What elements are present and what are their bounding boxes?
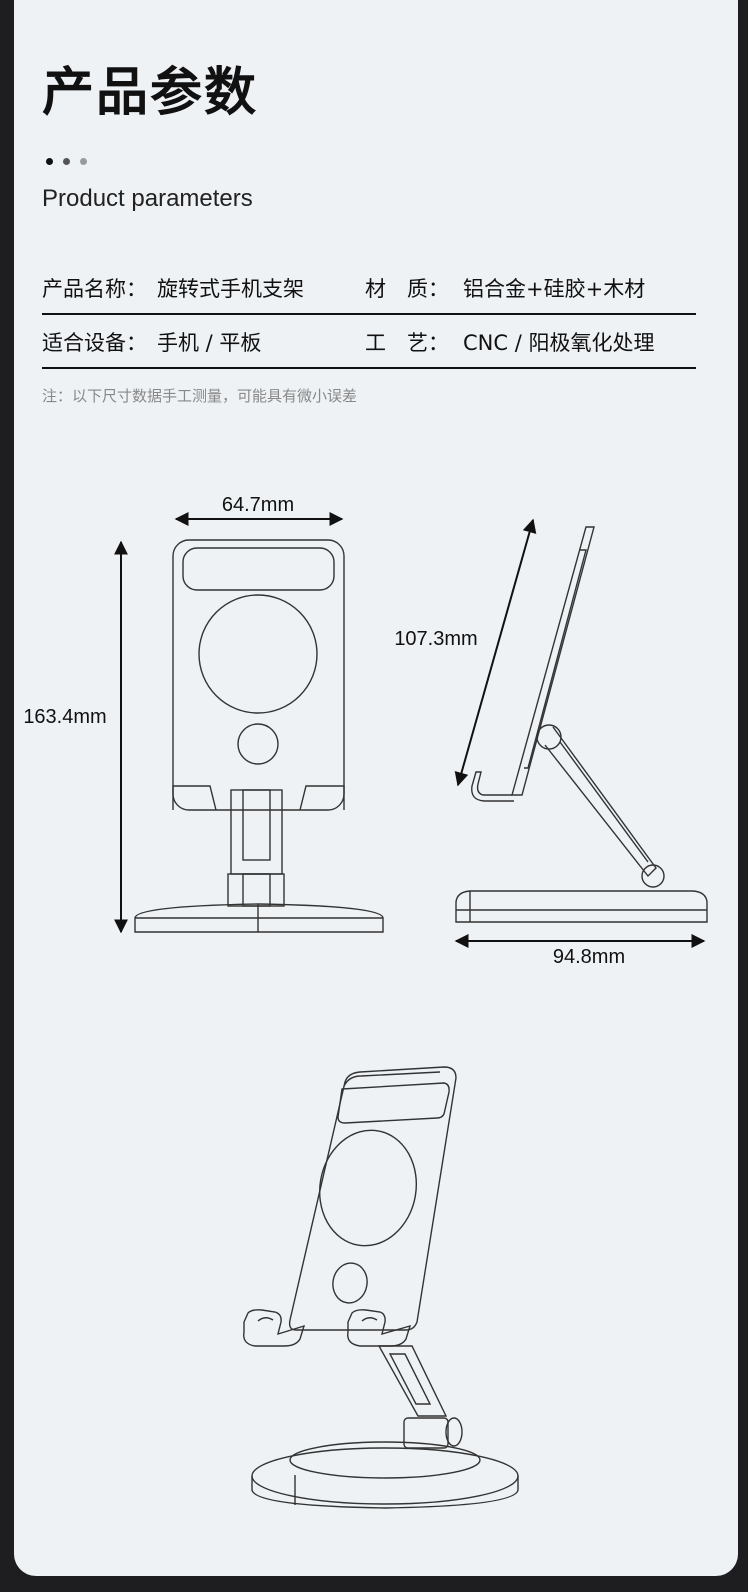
perspective-view-drawing	[243, 1066, 519, 1509]
decor-dots	[46, 158, 87, 165]
arm-dimension-label: 107.3mm	[394, 628, 477, 650]
page-subtitle: Product parameters	[42, 185, 253, 212]
spec-material-label: 材 质：	[365, 277, 449, 301]
dot-3	[80, 158, 87, 165]
spec-row-2: 适合设备： 手机 / 平板 工 艺： CNC / 阳极氧化处理	[42, 317, 696, 369]
width-dimension-label: 64.7mm	[222, 494, 294, 516]
spec-row-1: 产品名称： 旋转式手机支架 材 质： 铝合金+硅胶+木材	[42, 263, 696, 315]
spec-name-label: 产品名称：	[42, 277, 147, 301]
spec-material-value: 铝合金+硅胶+木材	[463, 277, 646, 301]
spec-process-value: CNC / 阳极氧化处理	[463, 331, 655, 355]
dot-1	[46, 158, 53, 165]
spec-process-label: 工 艺：	[365, 331, 449, 355]
side-view-drawing	[455, 526, 708, 923]
spec-card	[14, 0, 738, 1576]
dot-2	[63, 158, 70, 165]
spec-device-label: 适合设备：	[42, 331, 147, 355]
spec-device-value: 手机 / 平板	[157, 331, 262, 355]
spec-name-value: 旋转式手机支架	[157, 277, 304, 301]
front-view-drawing	[134, 539, 384, 933]
height-dimension-label: 163.4mm	[23, 706, 106, 728]
depth-dimension-label: 94.8mm	[553, 946, 625, 968]
arm-dimension-line	[454, 518, 537, 787]
measurement-note: 注：以下尺寸数据手工测量，可能具有微小误差	[42, 387, 358, 405]
page-title: 产品参数	[42, 63, 259, 123]
